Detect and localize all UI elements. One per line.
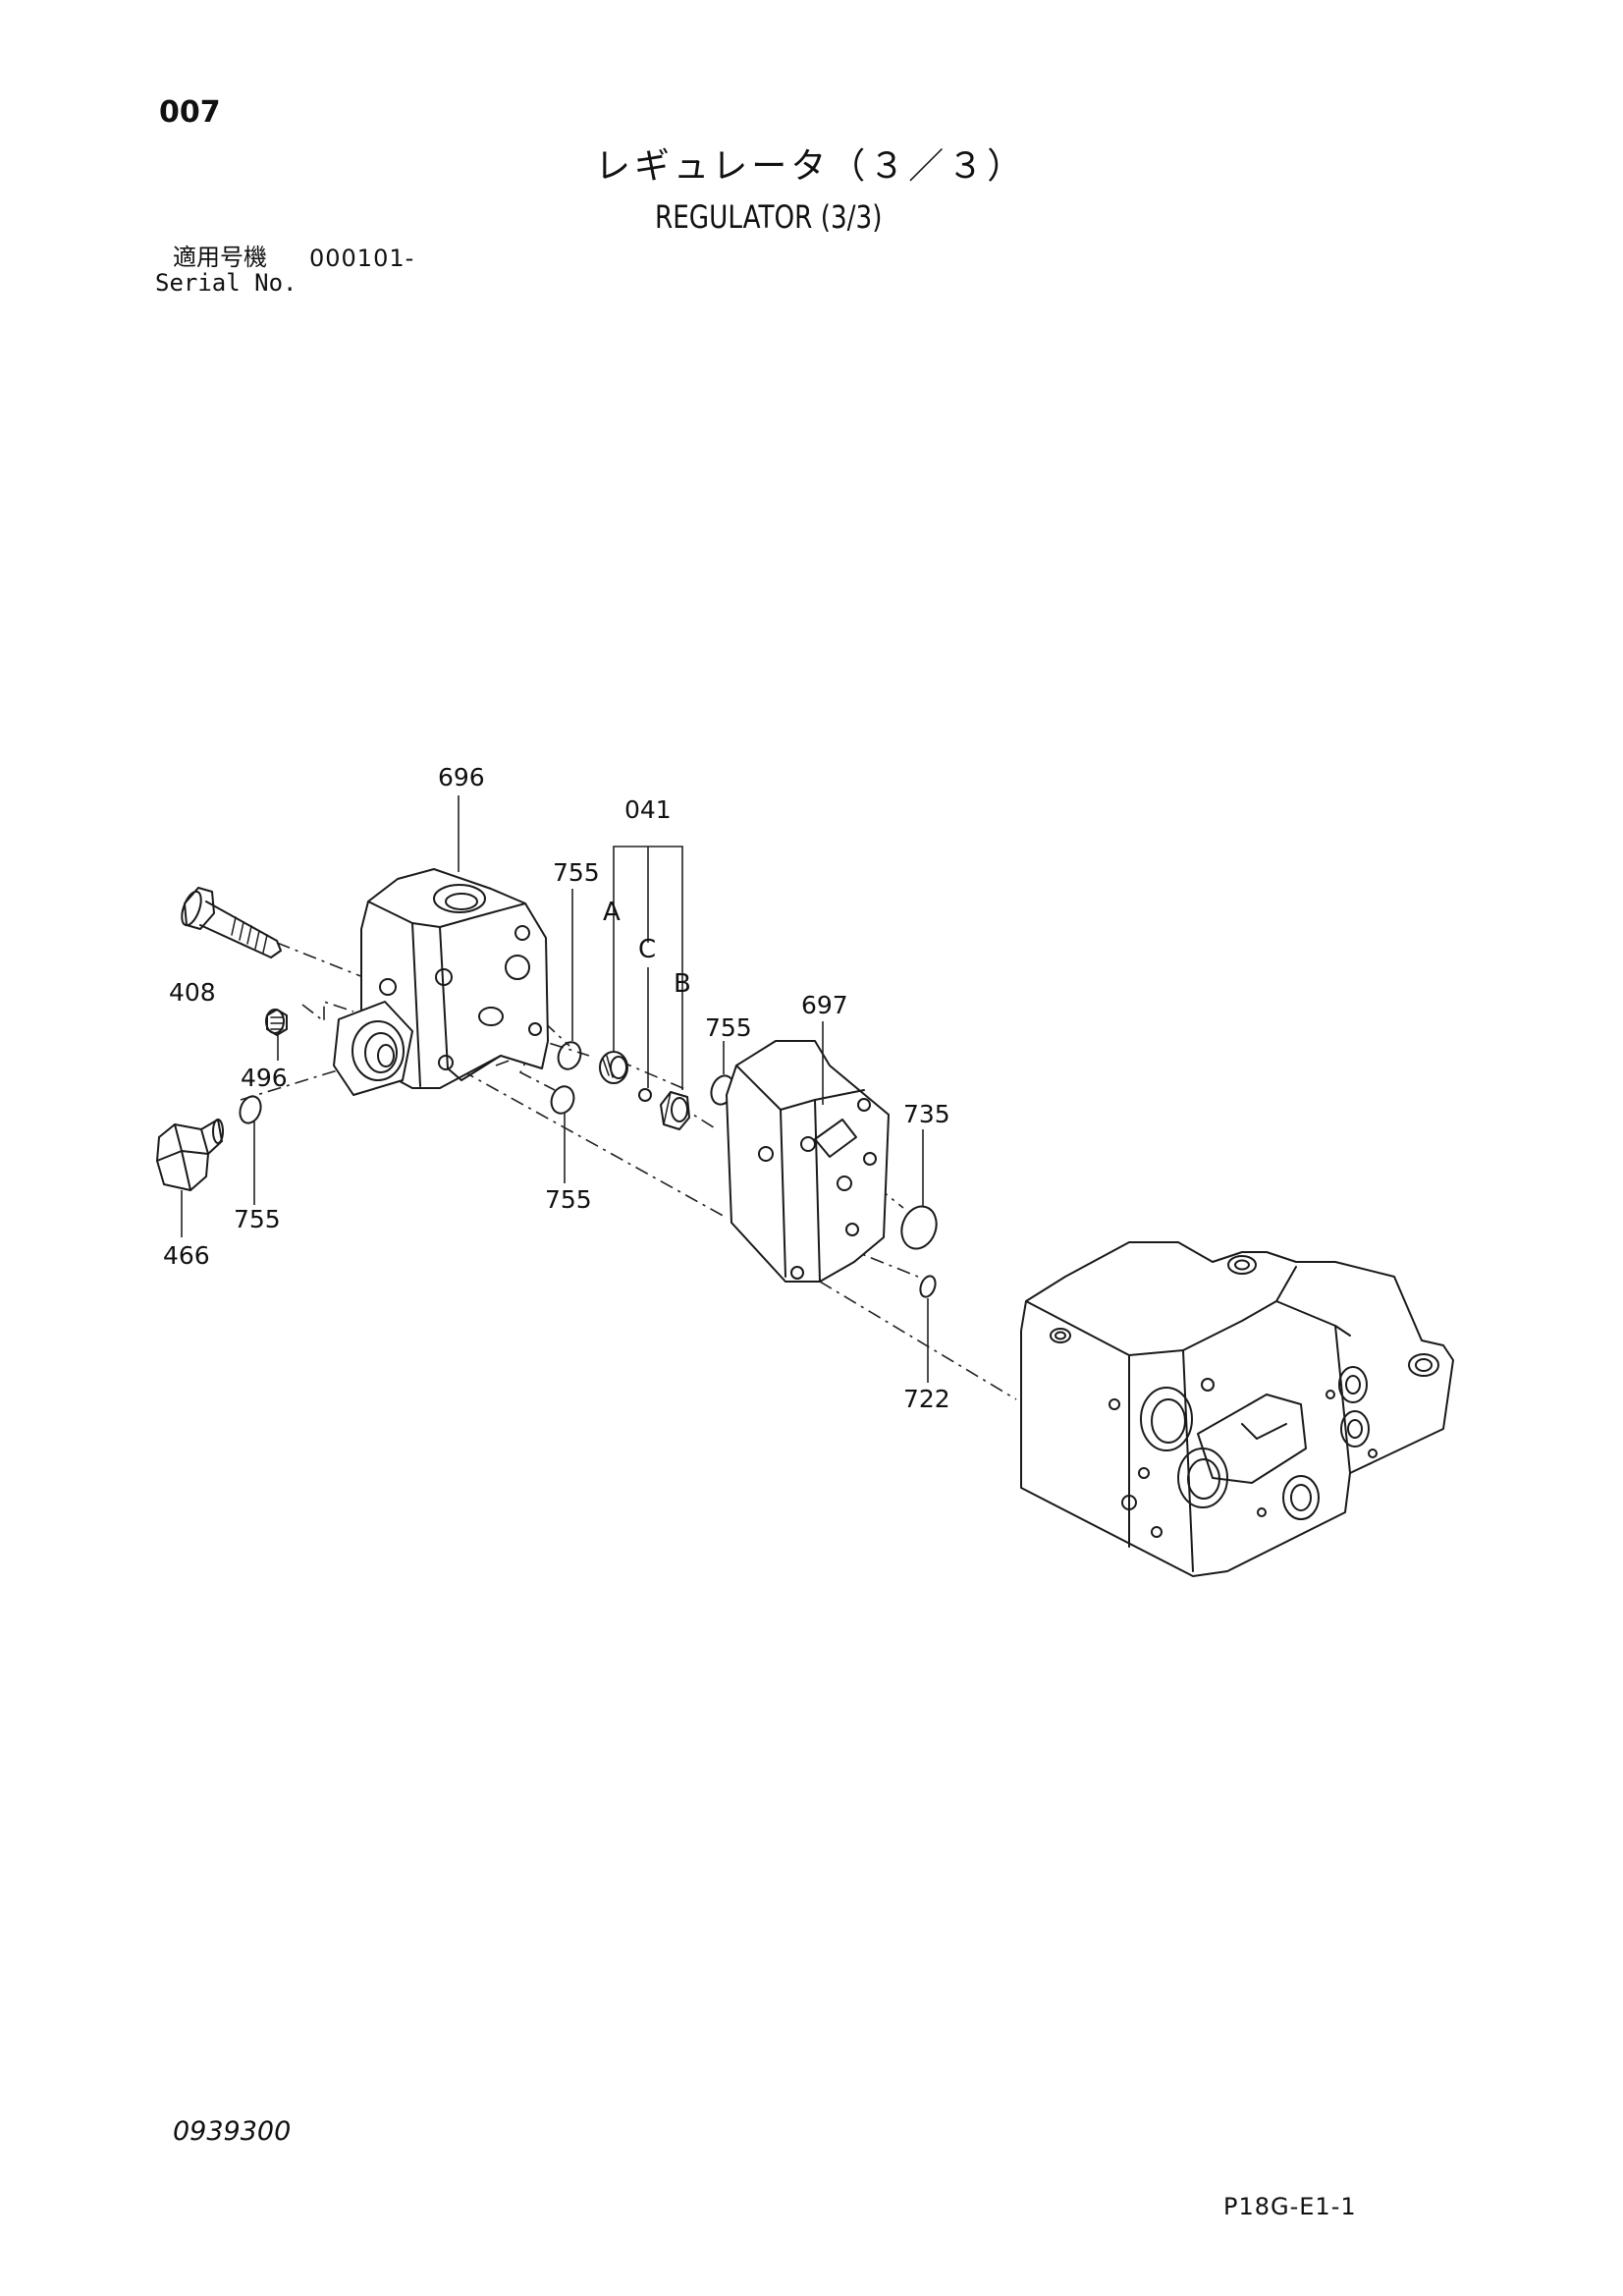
callout-735: 735: [903, 1100, 950, 1128]
callout-722: 722: [903, 1385, 950, 1413]
letter-b: B: [674, 969, 691, 999]
letter-c: C: [638, 935, 656, 964]
cover-plate-697: [726, 1040, 890, 1283]
page-title-english: REGULATOR (3/3): [655, 198, 883, 236]
plug-466: [156, 1119, 224, 1191]
page-reference: P18G-E1-1: [1223, 2193, 1357, 2220]
assembly-center-lines: [240, 942, 1017, 1400]
document-number: 0939300: [173, 2116, 292, 2147]
serial-number-value: 000101-: [309, 245, 415, 272]
plug-496: [265, 1009, 288, 1036]
callout-755-mid: 755: [545, 1185, 592, 1214]
callout-755-right: 755: [705, 1013, 752, 1042]
letter-a: A: [603, 898, 621, 927]
regulator-body-696: [333, 868, 549, 1096]
callout-leaders: [181, 795, 929, 1383]
bolt-408: [181, 887, 282, 958]
page-title-japanese: レギュレータ（３／３）: [595, 146, 1027, 187]
serial-label-english: Serial No.: [155, 269, 298, 297]
part-041-set: [599, 1051, 690, 1130]
callout-697: 697: [801, 991, 848, 1019]
callout-041: 041: [624, 795, 672, 824]
page-code: 007: [159, 95, 221, 130]
callout-labels: 696 041 755 A C B 755 697 408 496 755 46…: [163, 763, 950, 1413]
callout-496: 496: [241, 1064, 288, 1092]
callout-696: 696: [438, 763, 485, 792]
o-rings: [239, 1041, 938, 1298]
callout-466: 466: [163, 1241, 210, 1270]
callout-755-left: 755: [234, 1205, 281, 1233]
callout-755-top: 755: [553, 858, 600, 887]
serial-label-japanese: 適用号機: [173, 244, 267, 271]
pump-housing: [1020, 1241, 1454, 1577]
callout-408: 408: [169, 978, 216, 1007]
